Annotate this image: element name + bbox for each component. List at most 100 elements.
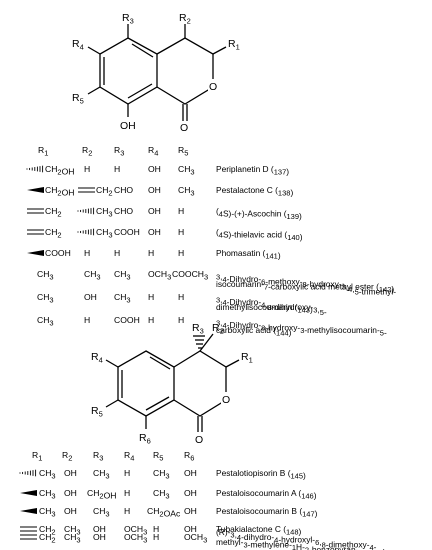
s1-aromatic-bond <box>127 83 153 99</box>
table1-cell: H <box>114 164 120 174</box>
table1-cell: OH <box>148 185 161 195</box>
s1-label-r2: R2 <box>179 12 191 26</box>
table1-cell: H <box>178 206 184 216</box>
table1-cell: H <box>178 227 184 237</box>
table2-cell: OH <box>93 532 106 542</box>
table1-cell: H <box>178 248 184 258</box>
table2-cell: CH3 <box>64 524 81 537</box>
table1-r2-bond-hashed <box>77 228 95 236</box>
table2-header-r6: R6 <box>184 450 194 463</box>
table2-cell: OH <box>184 468 197 478</box>
table2-cell: OH <box>64 506 77 516</box>
table1-cell: CH3 <box>114 269 131 282</box>
table1-r1-bond-wedge <box>27 187 44 193</box>
s1-hydroxyl: OH <box>120 120 136 132</box>
table1-cell: COOCH3 <box>172 269 208 282</box>
structure-2: R3 R2 R4 R1 R5 O R6 O <box>91 322 253 446</box>
table2-cell: CH2OAc <box>147 506 181 519</box>
table2-compound-name: Tubakialactone C (148) <box>216 524 302 537</box>
table1-r2-value: CH2 <box>96 185 113 198</box>
table2-header-r2: R2 <box>62 450 72 463</box>
s2-label-r3: R3 <box>192 322 204 336</box>
table1-r2-value: CH3 <box>96 206 113 219</box>
table1-compound-name: 3,4-Dihydro-6-methoxy-8-hydroxy-3,4,5-tr… <box>216 272 396 297</box>
s1-r5-bond <box>87 86 101 95</box>
table1-r1-bond-wedge <box>27 250 44 256</box>
s1-carbonyl-oxygen: O <box>180 122 188 134</box>
table1-compound-name: (4S)-thielavic acid (140) <box>216 227 303 242</box>
table1-cell: H <box>84 315 90 325</box>
table2-r1-bond-hashed <box>19 469 37 477</box>
table2-r1-bond-wedge <box>20 490 37 496</box>
table2-cell: OCH3 <box>124 532 147 545</box>
s1-ring-oxygen-mask <box>208 79 219 92</box>
table2-header-r5: R5 <box>153 450 163 463</box>
table1-cell: COOH <box>114 227 140 237</box>
table2-r1-value: CH3 <box>39 488 56 501</box>
table2-cell: OH <box>64 488 77 498</box>
table2-r1-value: CH3 <box>39 468 56 481</box>
table2-cell: CH2OH <box>87 488 116 501</box>
table2-cell: OH <box>64 468 77 478</box>
table1-r1-bond-double <box>27 208 44 214</box>
table2-cell: H <box>124 488 130 498</box>
table2-cell: OH <box>184 488 197 498</box>
table2-cell: H <box>153 524 159 534</box>
s1-r1-bond <box>212 46 227 55</box>
table2-compound-name: Pestaloisocoumarin B (147) <box>216 506 318 519</box>
table1-r1-value: COOH <box>45 248 71 258</box>
table1-r1-value: CH3 <box>37 315 54 328</box>
table1-compound-name: (4S)-(+)-Ascochin (139) <box>216 206 302 221</box>
s1-ring-oxygen: O <box>209 81 217 93</box>
table1-cell: H <box>84 248 90 258</box>
table1-cell: H <box>84 164 90 174</box>
s2-r4-bond <box>105 359 119 368</box>
s1-label-r1: R1 <box>228 38 240 52</box>
s2-carbonyl-oxygen: O <box>195 434 203 446</box>
table1-cell: H <box>148 292 154 302</box>
table2-r1-value: CH3 <box>39 506 56 519</box>
table2-cell: H <box>153 532 159 542</box>
table1-r2-bond-double <box>78 187 95 193</box>
table1-cell: H <box>148 248 154 258</box>
table1-header-r2: R2 <box>82 145 92 158</box>
table1-r1-value: CH2OH <box>45 185 74 198</box>
s2-label-r6: R6 <box>139 432 151 446</box>
s1-r4-bond <box>87 46 101 55</box>
table1-compound-name: Periplanetin D (137) <box>216 164 289 177</box>
table2-compound-name: Pestaloisocoumarin A (146) <box>216 488 317 501</box>
table1-compound-name: 3,4-Dihydro-4,8-dihydroxy-3,5- <box>216 295 327 318</box>
s2-benzene-ring <box>117 350 175 417</box>
table1-r1-bond-double <box>27 229 44 235</box>
table2-compound-name: Pestalotiopisorin B (145) <box>216 468 306 481</box>
table2-cell: CH3 <box>93 468 110 481</box>
table1-compound-name: dimethylisocoumarin (143) <box>216 302 313 315</box>
table1-compound-name: Pestalactone C (138) <box>216 185 293 198</box>
s1-aromatic-bond <box>131 43 154 58</box>
table2-cell: OH <box>184 524 197 534</box>
table2-cell: OH <box>184 506 197 516</box>
s2-label-r2: R2 <box>212 322 224 336</box>
table2-cell: H <box>124 468 130 478</box>
s2-ring-oxygen-mask <box>221 392 232 405</box>
table1-cell: CHO <box>114 206 133 216</box>
table2-r1-bond-double <box>20 534 37 540</box>
s1-label-r3: R3 <box>122 12 134 26</box>
s2-aromatic-bond <box>149 356 171 370</box>
s2-r5-bond <box>105 399 119 408</box>
table1-compound-name: carboxylic acid (144) <box>216 325 292 338</box>
table1-r1-bond-hashed <box>26 165 44 173</box>
table2-header-r3: R3 <box>93 450 103 463</box>
table1-header-r5: R5 <box>178 145 188 158</box>
